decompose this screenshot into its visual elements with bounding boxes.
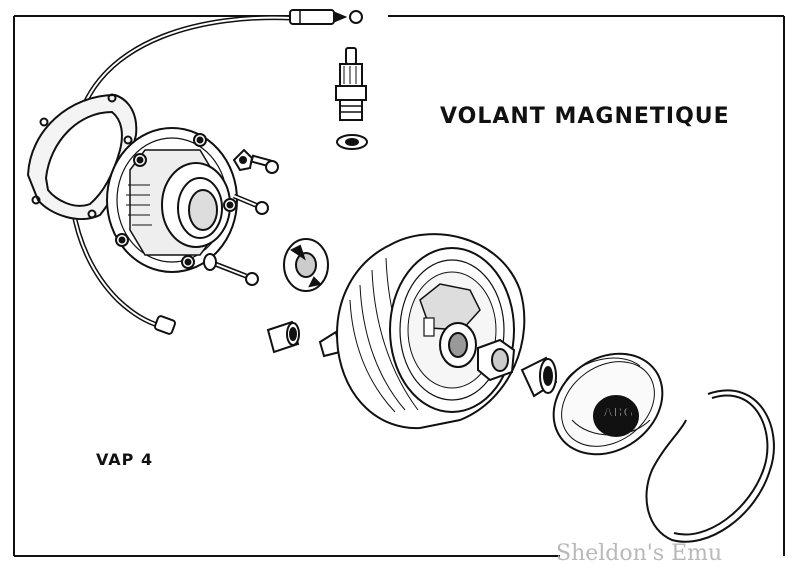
bushing	[266, 320, 300, 354]
cover-logo-city: PARIS	[605, 421, 628, 430]
spark-plug	[335, 47, 368, 150]
frame	[13, 15, 785, 557]
circlip	[645, 389, 775, 543]
rotor-nut	[477, 338, 516, 382]
stator-housing	[106, 127, 238, 273]
bearing	[520, 356, 558, 398]
cover-cap: ABG PARIS	[552, 352, 664, 456]
cover-logo-brand: ABG	[603, 406, 634, 421]
watermark: Sheldon's Emu	[556, 541, 723, 566]
screws	[203, 154, 279, 286]
lock-washer	[232, 148, 254, 172]
flywheel-rotor	[318, 233, 526, 430]
diagram-title: VOLANT MAGNETIQUE	[440, 104, 730, 129]
cam-hub	[283, 238, 329, 292]
model-label: VAP 4	[96, 450, 154, 469]
